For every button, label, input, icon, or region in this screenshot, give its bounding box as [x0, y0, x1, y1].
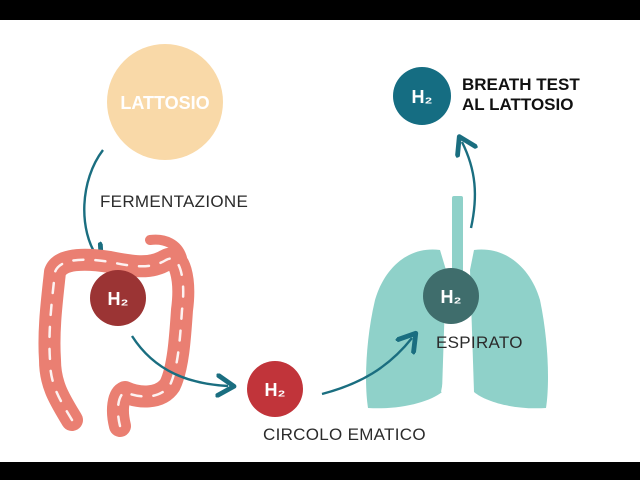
lactose-label: LATTOSIO [120, 93, 209, 113]
intestine-icon [38, 234, 195, 437]
blood-circulation-label: CIRCOLO EMATICO [263, 425, 426, 444]
arrow-to-blood-icon [130, 335, 228, 386]
exhaled-label: ESPIRATO [436, 333, 523, 352]
breath-test-title-line1: BREATH TEST [462, 75, 580, 94]
h2-blood-icon [247, 361, 303, 417]
h2-result-label: H₂ [412, 87, 433, 107]
h2-result-icon [393, 67, 451, 125]
h2-intestine-label: H₂ [108, 289, 129, 309]
diagram-graphics: LATTOSIO H₂ H₂ H₂ [38, 44, 548, 437]
h2-intestine-icon [90, 270, 146, 326]
lactose-circle [107, 44, 223, 160]
h2-lungs-icon [423, 268, 479, 324]
arrow-fermentation-icon [84, 149, 104, 258]
arrow-to-test-icon [462, 142, 475, 229]
arrow-to-lungs-icon [321, 338, 412, 396]
diagram-canvas: LATTOSIO H₂ H₂ H₂ [0, 20, 640, 462]
breath-test-title: BREATH TEST AL LATTOSIO [462, 75, 580, 115]
breath-test-title-line2: AL LATTOSIO [462, 95, 574, 114]
h2-lungs-label: H₂ [441, 287, 462, 307]
fermentation-label: FERMENTAZIONE [100, 192, 249, 211]
h2-blood-label: H₂ [265, 380, 286, 400]
